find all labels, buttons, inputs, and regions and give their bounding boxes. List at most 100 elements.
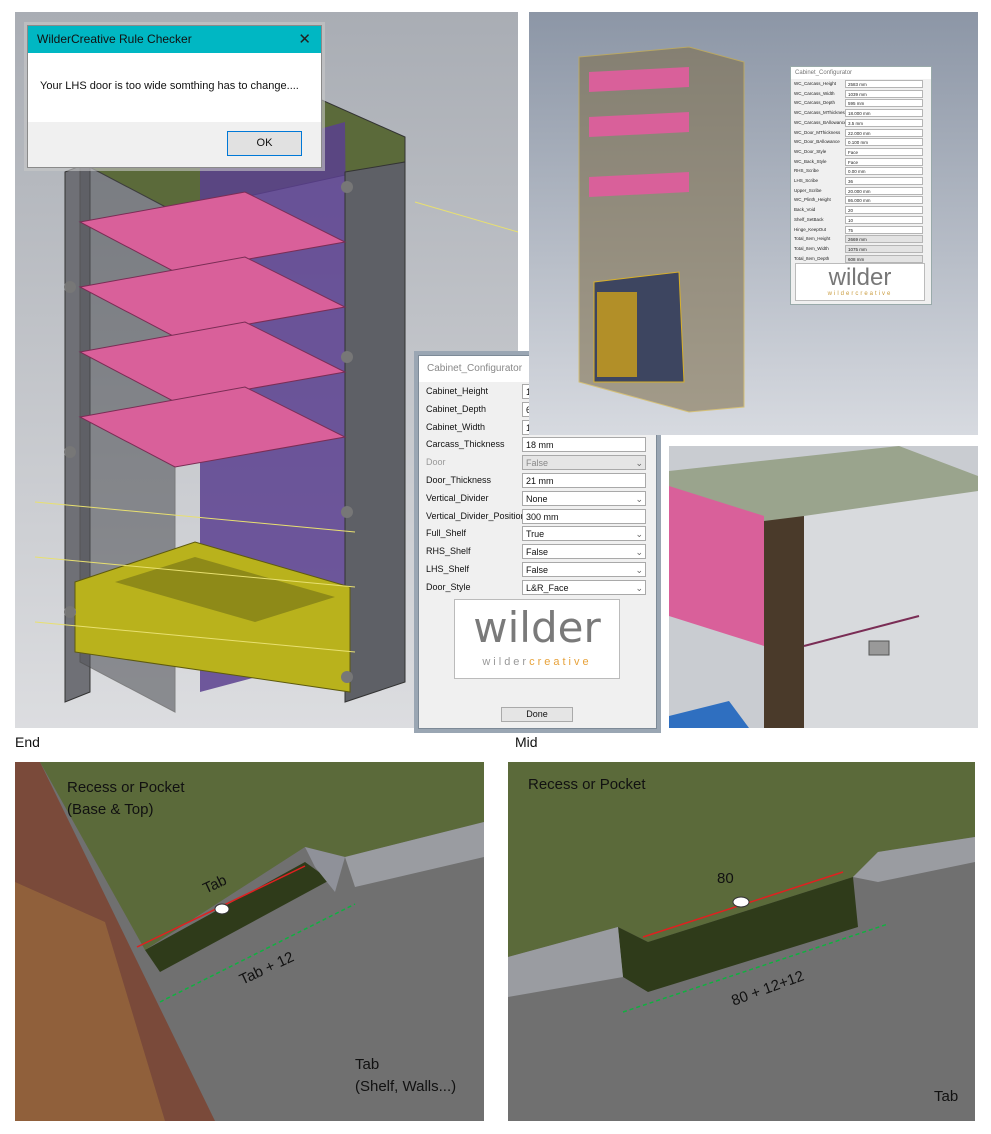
small-config-label: RHS_Scribe — [794, 168, 819, 174]
chevron-down-icon: ⌄ — [635, 565, 643, 575]
small-config-label: WC_Door_Style — [794, 148, 827, 154]
small-config-value[interactable]: 86.000 mm — [845, 196, 923, 205]
small-config-label: WC_Plinth_Height — [794, 197, 831, 203]
small-config-value[interactable]: 1075 mm — [845, 244, 923, 253]
small-config-value[interactable]: 608 mm — [845, 254, 923, 263]
small-config-row: WC_Door_Style Face — [793, 147, 927, 157]
config-row-label: Full_Shelf — [426, 528, 467, 539]
shelf — [78, 321, 347, 403]
ok-button[interactable]: OK — [227, 131, 302, 156]
config-value: None — [526, 493, 548, 504]
small-config-value[interactable]: 1039 mm — [845, 89, 923, 98]
dialog-footer: OK — [28, 122, 321, 167]
config-row-label: Cabinet_Width — [426, 421, 486, 432]
end-tab-label: Tab (Shelf, Walls...) — [355, 1056, 457, 1095]
config-value: False — [526, 547, 549, 558]
config-value: 300 mm — [526, 511, 559, 522]
dialog-message: Your LHS door is too wide somthing has t… — [40, 80, 299, 92]
config-value: 18 mm — [526, 440, 554, 451]
small-config-value[interactable]: 75 — [845, 225, 923, 234]
chevron-down-icon: ⌄ — [635, 529, 643, 540]
config-dropdown[interactable]: False ⌄ — [522, 562, 646, 577]
shelf — [78, 256, 347, 338]
config-row-label: Door — [426, 457, 446, 468]
small-config-row: Shelf_SetBack 10 — [793, 215, 927, 225]
small-config-value[interactable]: 36 — [845, 177, 923, 185]
config-value: True — [526, 529, 545, 540]
logo-sub-b: creative — [529, 656, 592, 668]
small-config-row: WC_Plinth_Height 86.000 mm — [793, 196, 927, 205]
small-config-value[interactable]: 20 — [845, 206, 923, 215]
config-row: Door False⌄ — [424, 455, 650, 472]
mid-dimension: 80 — [717, 870, 734, 887]
closeup-viewport[interactable] — [669, 446, 978, 728]
config-row-label: Door_Style — [426, 581, 471, 592]
mid-recess-label: Recess or Pocket — [528, 776, 646, 793]
small-config-label: Shelf_SetBack — [794, 216, 824, 222]
chevron-down-icon: ⌄ — [635, 493, 643, 504]
small-config-row: Back_Void 20 — [793, 206, 927, 215]
config-dropdown[interactable]: L&R_Face ⌄ — [522, 579, 646, 595]
logo-wordmark: wilder — [473, 603, 601, 652]
small-logo-wordmark: wilder — [828, 264, 892, 291]
small-config-label: Total_Item_Width — [794, 245, 829, 251]
small-config-label: Upper_Scribe — [794, 187, 822, 193]
config-row-label: Cabinet_Height — [426, 386, 489, 396]
small-config-row: Upper_Scribe 20.000 mm — [793, 186, 927, 196]
config-dropdown[interactable]: False⌄ — [522, 455, 646, 471]
small-config-value[interactable]: 2669 mm — [845, 235, 923, 244]
config-dropdown[interactable]: True ⌄ — [522, 526, 646, 542]
small-config-value[interactable]: 0.00 mm — [845, 167, 923, 176]
small-config-value[interactable]: 2583 mm — [845, 80, 923, 88]
config-dropdown[interactable]: None ⌄ — [522, 490, 646, 506]
small-config-row: WC_Back_Style Face — [793, 157, 927, 167]
end-detail-view: Recess or Pocket (Base & Top) Tab Tab + … — [15, 762, 484, 1121]
config-input[interactable]: 18 mm — [522, 437, 646, 453]
small-config-value[interactable]: 22.000 mm — [845, 128, 923, 137]
config-row: Door_Style L&R_Face ⌄ — [424, 579, 650, 597]
config-dropdown[interactable]: False⌄ — [522, 544, 646, 560]
small-config-row: Total_Item_Width 1075 mm — [793, 244, 927, 254]
wilder-logo: wilder wildercreative — [454, 599, 620, 679]
small-config-label: LHS_Scribe — [794, 178, 819, 183]
small-config-value[interactable]: 18.000 mm — [845, 109, 923, 118]
configurator-title: Cabinet_Configurator — [427, 363, 523, 374]
config-row-label: RHS_Shelf — [426, 546, 471, 557]
config-value: L&R_Face — [526, 582, 569, 593]
caption-end: End — [15, 734, 40, 750]
small-config-value[interactable]: 3.5 mm — [845, 118, 923, 127]
done-button[interactable]: Done — [501, 707, 573, 722]
mid-detail-view: Recess or Pocket 80 80 + 12+12 Tab — [508, 762, 975, 1121]
close-icon[interactable]: ✕ — [298, 31, 311, 48]
config-value: False — [526, 565, 549, 575]
small-config-label: WC_Carcass_BAllowance — [794, 119, 847, 125]
small-config-row: LHS_Scribe 36 — [793, 177, 927, 186]
small-config-label: WC_Carcass_MThickness — [794, 110, 848, 116]
small-config-value[interactable]: 20.000 mm — [845, 186, 923, 195]
small-config-value[interactable]: 0.100 mm — [845, 138, 923, 147]
config-input[interactable]: 300 mm — [522, 508, 646, 524]
small-config-label: WC_Carcass_Depth — [794, 100, 836, 106]
small-config-label: Back_Void — [794, 207, 816, 213]
small-config-value[interactable]: Face — [845, 147, 923, 156]
config-value: 21 mm — [526, 476, 554, 486]
config-input[interactable]: 21 mm — [522, 473, 646, 488]
small-wilder-logo: wilder wildercreative — [795, 263, 925, 301]
chevron-down-icon: ⌄ — [635, 582, 643, 593]
small-config-value[interactable]: Face — [845, 157, 923, 166]
small-config-value[interactable]: 595 mm — [845, 99, 923, 108]
small-config-label: WC_Back_Style — [794, 158, 827, 164]
small-config-value[interactable]: 10 — [845, 215, 923, 224]
